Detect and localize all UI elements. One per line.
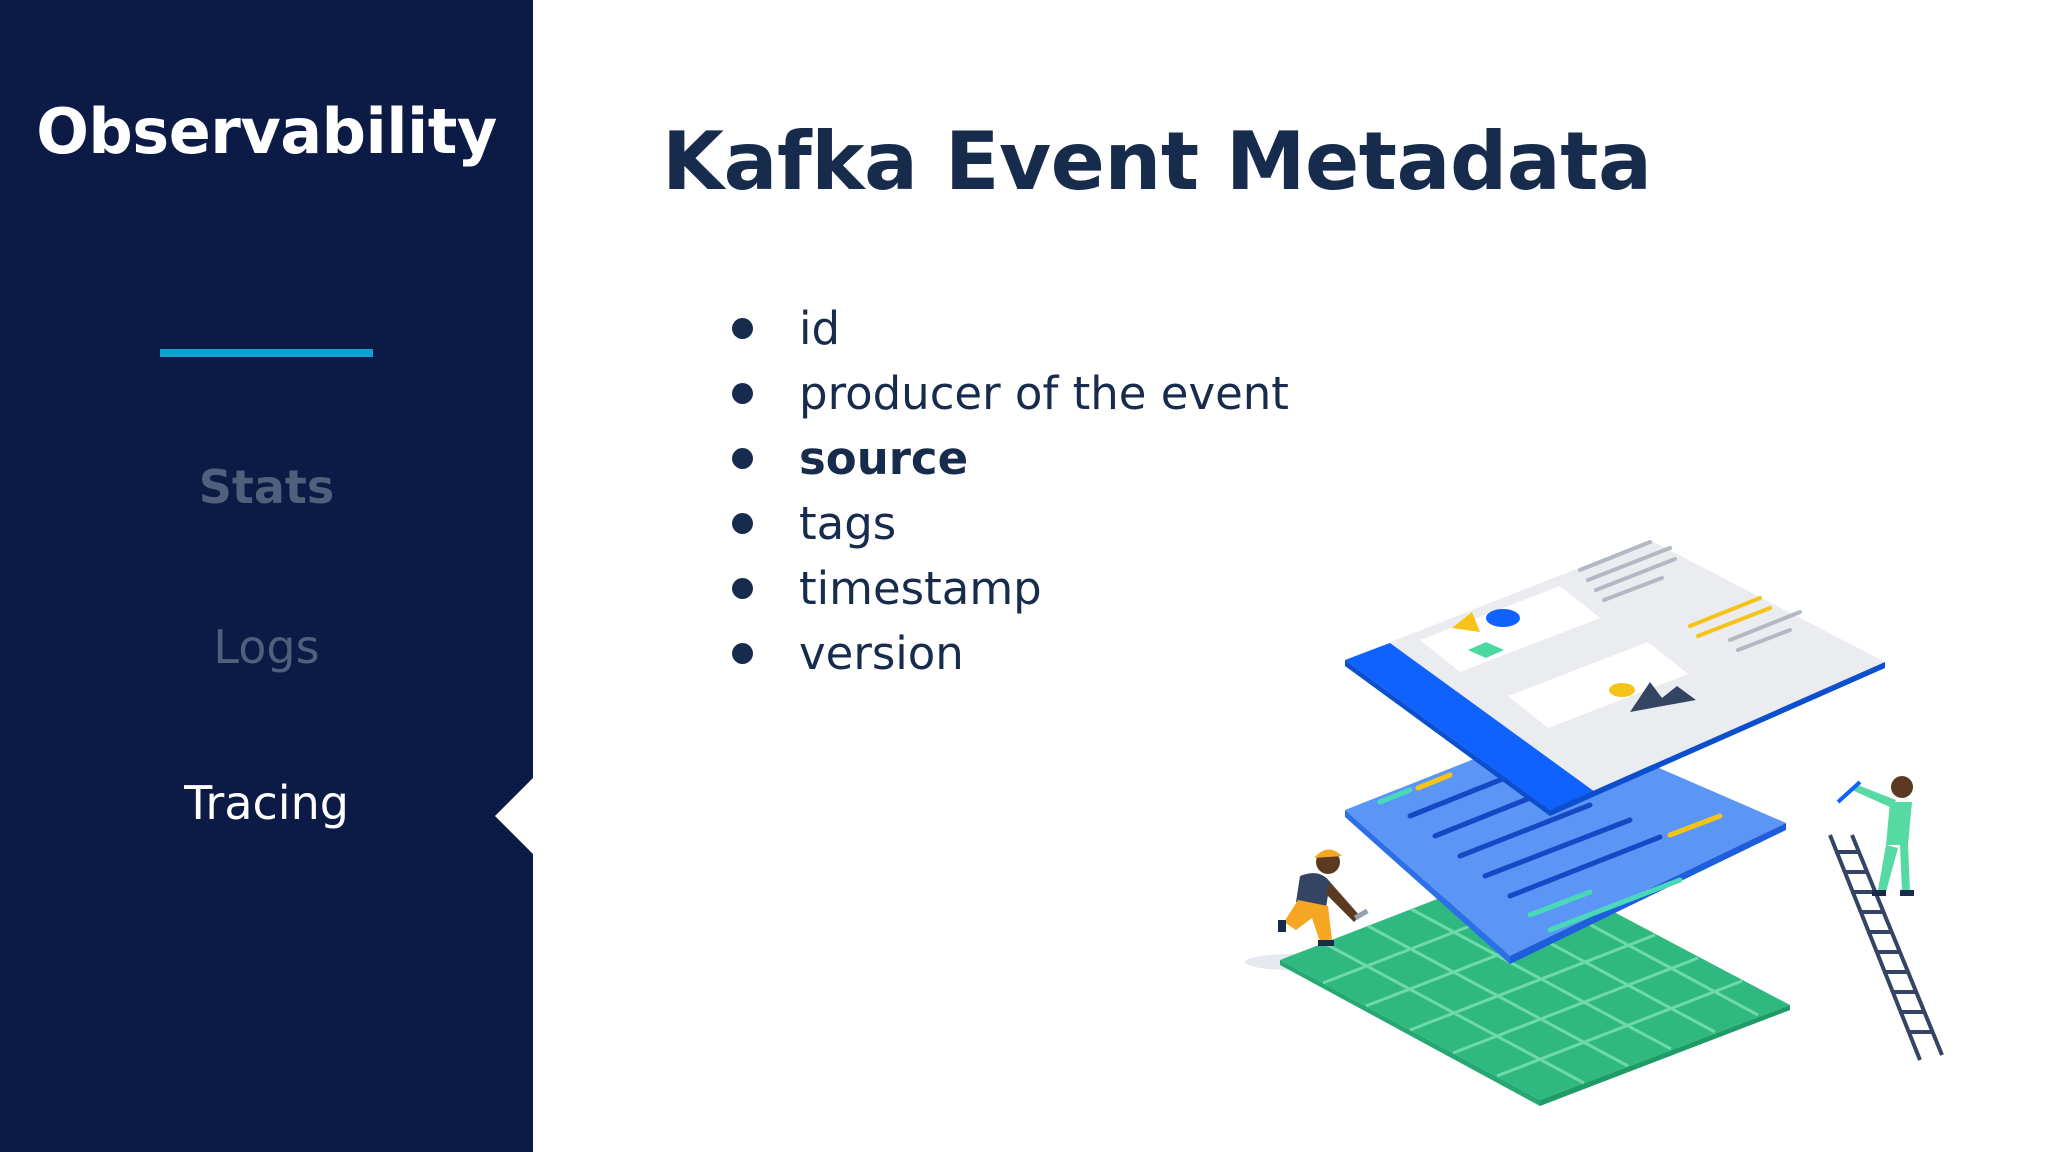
sidebar-title: Observability <box>36 95 497 168</box>
list-item-text: source <box>799 432 969 485</box>
bullet-icon <box>732 513 753 534</box>
sidebar-item-stats[interactable]: Stats <box>198 460 335 514</box>
list-item-text: tags <box>799 497 897 550</box>
list-item-text: producer of the event <box>799 367 1289 420</box>
list-item-text: timestamp <box>799 562 1042 615</box>
bullet-icon <box>732 383 753 404</box>
page-title: Kafka Event Metadata <box>662 115 1652 208</box>
code-layer <box>1345 725 1786 964</box>
ladder-figure <box>1828 776 1944 1061</box>
list-item-text: version <box>799 627 964 680</box>
bullet-icon <box>732 578 753 599</box>
sidebar: Observability Stats Logs Tracing <box>0 0 534 1152</box>
bullet-icon <box>732 448 753 469</box>
worker-figure <box>1278 849 1369 946</box>
layered-platform-illustration-icon <box>1245 540 1944 1106</box>
active-indicator-icon <box>495 777 534 855</box>
bullet-icon <box>732 318 753 339</box>
ui-layer <box>1345 540 1885 816</box>
sidebar-item-tracing[interactable]: Tracing <box>184 776 349 830</box>
list-item-text: id <box>799 302 841 355</box>
accent-divider <box>160 349 373 357</box>
grid-layer <box>1280 865 1790 1106</box>
sidebar-item-logs[interactable]: Logs <box>213 620 320 674</box>
bullet-icon <box>732 643 753 664</box>
